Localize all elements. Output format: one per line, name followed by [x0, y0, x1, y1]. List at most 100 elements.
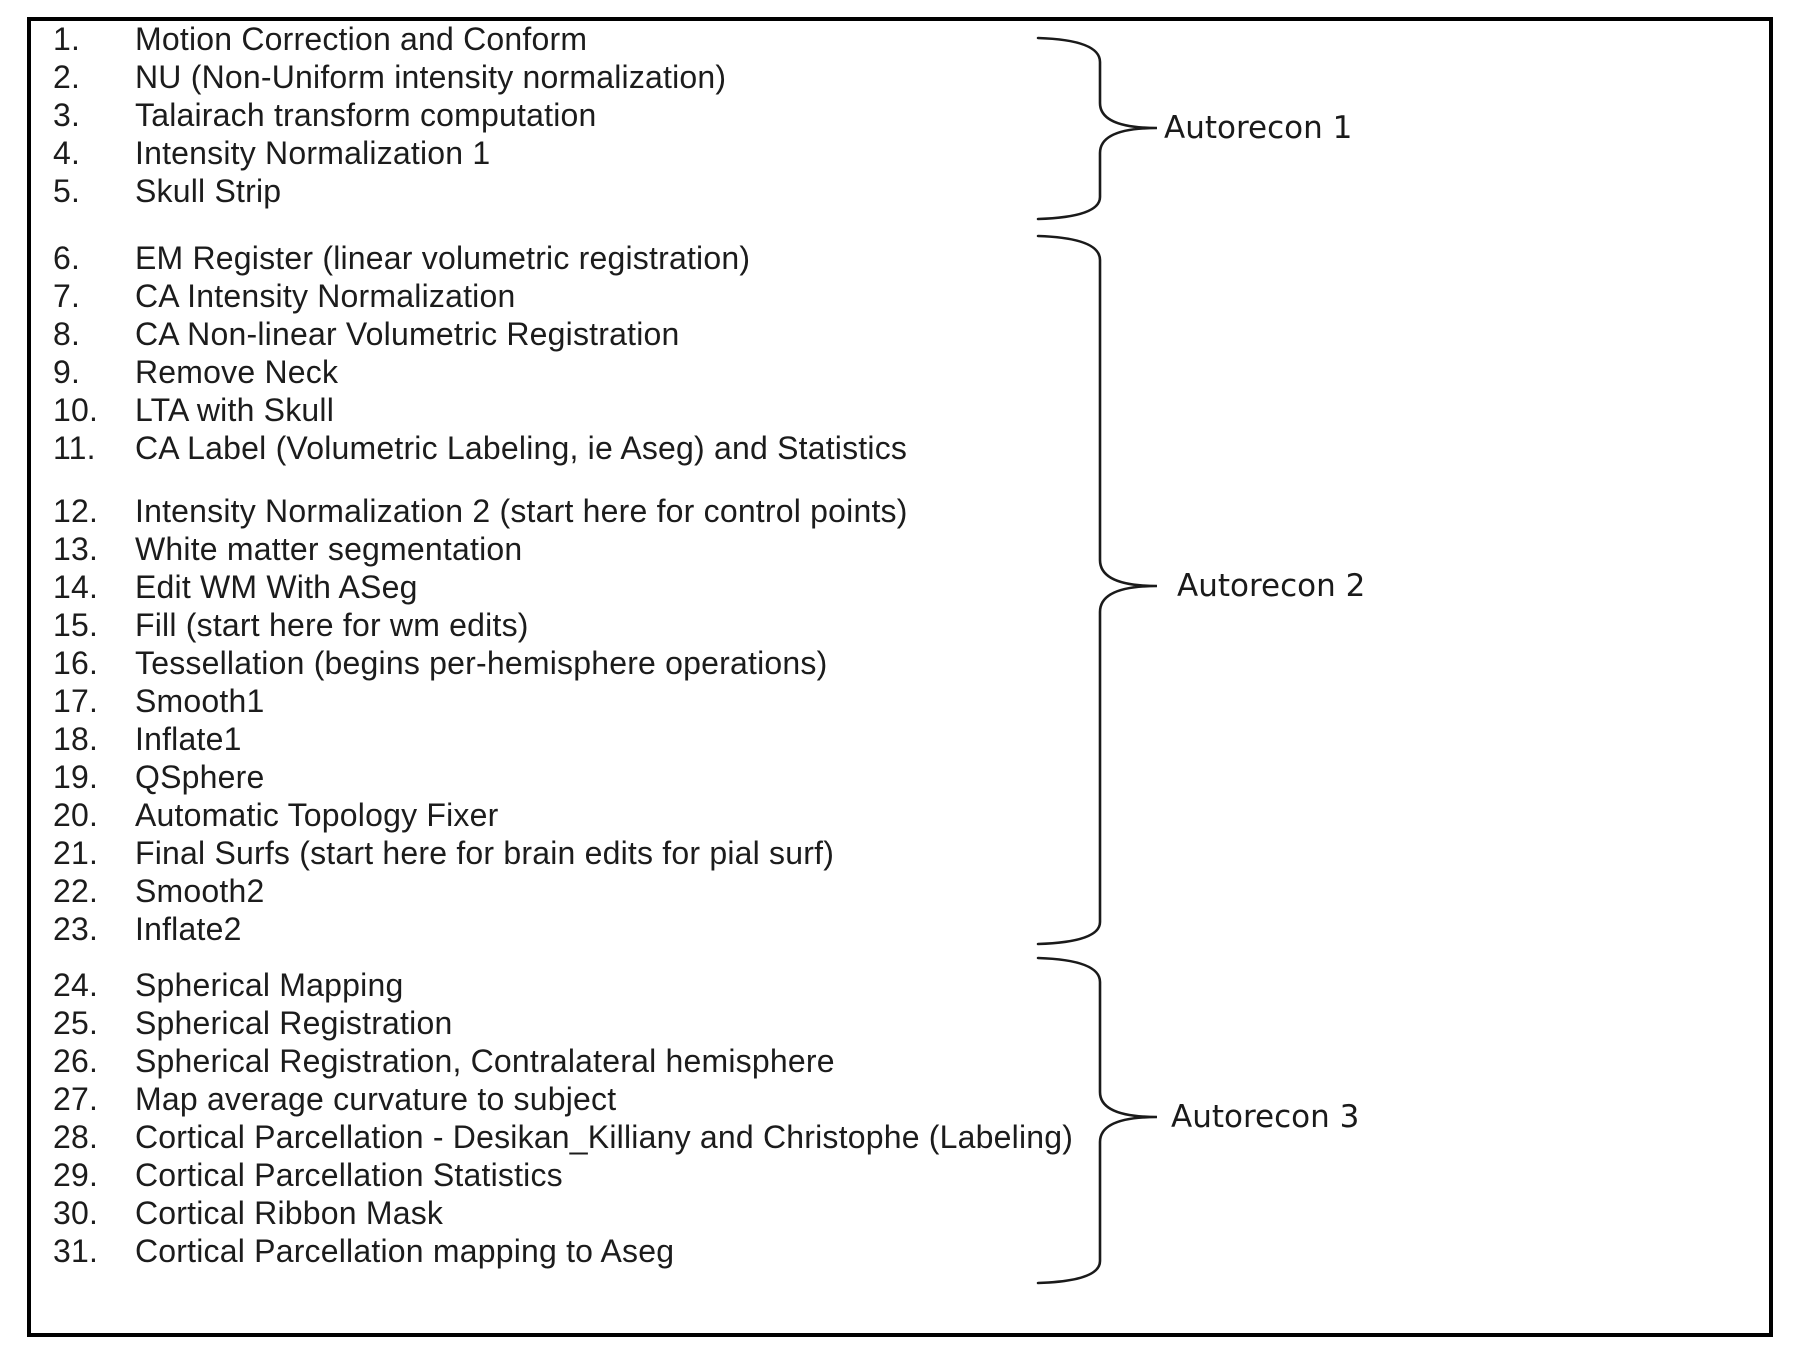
item-text: Smooth1 — [135, 682, 265, 719]
list-item: 28. Cortical Parcellation - Desikan_Killi… — [53, 1118, 1073, 1156]
list-item: 5. Skull Strip — [53, 172, 1033, 210]
item-text: Spherical Registration — [135, 1004, 453, 1041]
item-text: Intensity Normalization 2 (start here fo… — [135, 492, 908, 529]
item-text: Tessellation (begins per-hemisphere oper… — [135, 644, 828, 681]
item-number: 14. — [53, 568, 99, 605]
item-text: Motion Correction and Conform — [135, 20, 588, 57]
list-item: 29. Cortical Parcellation Statistics — [53, 1156, 1033, 1194]
list-item: 22. Smooth2 — [53, 872, 1033, 910]
item-number: 31. — [53, 1232, 99, 1269]
list-item: 13. White matter segmentation — [53, 530, 1033, 568]
list-item: 31. Cortical Parcellation mapping to Aseg — [53, 1232, 1033, 1270]
list-item: 10. LTA with Skull — [53, 391, 1033, 429]
list-item: 15. Fill (start here for wm edits) — [53, 606, 1033, 644]
list-item: 27. Map average curvature to subject — [53, 1080, 1033, 1118]
item-text: Spherical Registration, Contralateral he… — [135, 1042, 835, 1079]
list-item: 8. CA Non-linear Volumetric Registration — [53, 315, 1033, 353]
list-item: 25. Spherical Registration — [53, 1004, 1033, 1042]
step-block: 6.EM Register (linear volumetric registr… — [53, 239, 1033, 467]
item-number: 21. — [53, 834, 99, 871]
item-number: 16. — [53, 644, 99, 681]
item-number: 13. — [53, 530, 99, 567]
group-label-autorecon-1: Autorecon 1 — [1164, 110, 1353, 146]
item-text: LTA with Skull — [135, 391, 335, 428]
item-number: 27. — [53, 1080, 99, 1117]
item-number: 1. — [53, 20, 81, 57]
list-item: 18. Inflate1 — [53, 720, 1033, 758]
item-text: Smooth2 — [135, 872, 265, 909]
item-number: 19. — [53, 758, 99, 795]
item-number: 3. — [53, 96, 81, 133]
item-number: 26. — [53, 1042, 99, 1079]
list-item: 17. Smooth1 — [53, 682, 1033, 720]
item-number: 4. — [53, 134, 81, 171]
item-number: 2. — [53, 58, 81, 95]
item-text: Inflate2 — [135, 910, 242, 947]
item-number: 5. — [53, 172, 81, 209]
item-text: Skull Strip — [135, 172, 282, 209]
item-text: Cortical Parcellation - Desikan_Killiany… — [135, 1118, 1074, 1155]
list-item: 24. Spherical Mapping — [53, 966, 1033, 1004]
item-text: EM Register (linear volumetric registrat… — [135, 239, 751, 276]
list-item: 26. Spherical Registration, Contralateral… — [53, 1042, 1033, 1080]
item-number: 29. — [53, 1156, 99, 1193]
list-item: 21. Final Surfs (start here for brain edi… — [53, 834, 1033, 872]
item-text: CA Intensity Normalization — [135, 277, 516, 314]
step-block: 1. Motion Correction and Conform 2. NU (Non… — [53, 20, 1033, 210]
list-item: 7. CA Intensity Normalization — [53, 277, 1033, 315]
item-text: Remove Neck — [135, 353, 339, 390]
item-number: 10. — [53, 391, 99, 428]
list-item: 4. Intensity Normalization 1 — [53, 134, 1033, 172]
list-item: 23. Inflate2 — [53, 910, 1033, 948]
item-text: White matter segmentation — [135, 530, 523, 567]
step-list: 1. Motion Correction and Conform 2. NU (Non… — [53, 20, 1073, 1270]
item-text: QSphere — [135, 758, 265, 795]
list-item: 16. Tessellation (begins per-hemisphere o… — [53, 644, 1033, 682]
item-text: Automatic Topology Fixer — [135, 796, 499, 833]
item-text: CA Non-linear Volumetric Registration — [135, 315, 680, 352]
item-number: 30. — [53, 1194, 99, 1231]
item-number: 25. — [53, 1004, 99, 1041]
item-text: Inflate1 — [135, 720, 242, 757]
item-number: 9. — [53, 353, 81, 390]
item-text: Intensity Normalization 1 — [135, 134, 491, 171]
list-item: 6.EM Register (linear volumetric registr… — [53, 239, 1033, 277]
item-text: Map average curvature to subject — [135, 1080, 617, 1117]
item-text: Spherical Mapping — [135, 966, 404, 1003]
item-number: 8. — [53, 315, 81, 352]
item-number: 22. — [53, 872, 99, 909]
list-item: 20. Automatic Topology Fixer — [53, 796, 1033, 834]
item-number: 24. — [53, 966, 99, 1003]
item-text: Cortical Parcellation Statistics — [135, 1156, 563, 1193]
list-item: 19. QSphere — [53, 758, 1033, 796]
item-number: 20. — [53, 796, 99, 833]
item-text: Fill (start here for wm edits) — [135, 606, 529, 643]
item-number: 23. — [53, 910, 99, 947]
item-number: 28. — [53, 1118, 99, 1155]
item-number: 11. — [53, 429, 96, 466]
item-text: CA Label (Volumetric Labeling, ie Aseg) … — [135, 429, 908, 466]
item-text: Final Surfs (start here for brain edits … — [135, 834, 835, 871]
list-item: 1. Motion Correction and Conform — [53, 20, 1033, 58]
item-text: Talairach transform computation — [135, 96, 597, 133]
list-item: 12. Intensity Normalization 2 (start here… — [53, 492, 1033, 530]
list-item: 2. NU (Non-Uniform intensity normalizatio… — [53, 58, 1033, 96]
figure-frame — [27, 17, 1773, 1337]
item-text: Cortical Parcellation mapping to Aseg — [135, 1232, 675, 1269]
item-text: Edit WM With ASeg — [135, 568, 418, 605]
step-block: 12. Intensity Normalization 2 (start here… — [53, 492, 1033, 948]
item-number: 18. — [53, 720, 99, 757]
item-text: NU (Non-Uniform intensity normalization) — [135, 58, 727, 95]
list-item: 11. CA Label (Volumetric Labeling, ie Ase… — [53, 429, 1033, 467]
group-label-autorecon-3: Autorecon 3 — [1171, 1099, 1360, 1135]
item-text: Cortical Ribbon Mask — [135, 1194, 444, 1231]
list-item: 30. Cortical Ribbon Mask — [53, 1194, 1033, 1232]
item-number: 15. — [53, 606, 99, 643]
item-number: 17. — [53, 682, 99, 719]
group-label-autorecon-2: Autorecon 2 — [1177, 568, 1366, 604]
item-number: 7. — [53, 277, 81, 314]
item-number: 12. — [53, 492, 99, 529]
list-item: 9. Remove Neck — [53, 353, 1033, 391]
list-item: 3. Talairach transform computation — [53, 96, 1033, 134]
